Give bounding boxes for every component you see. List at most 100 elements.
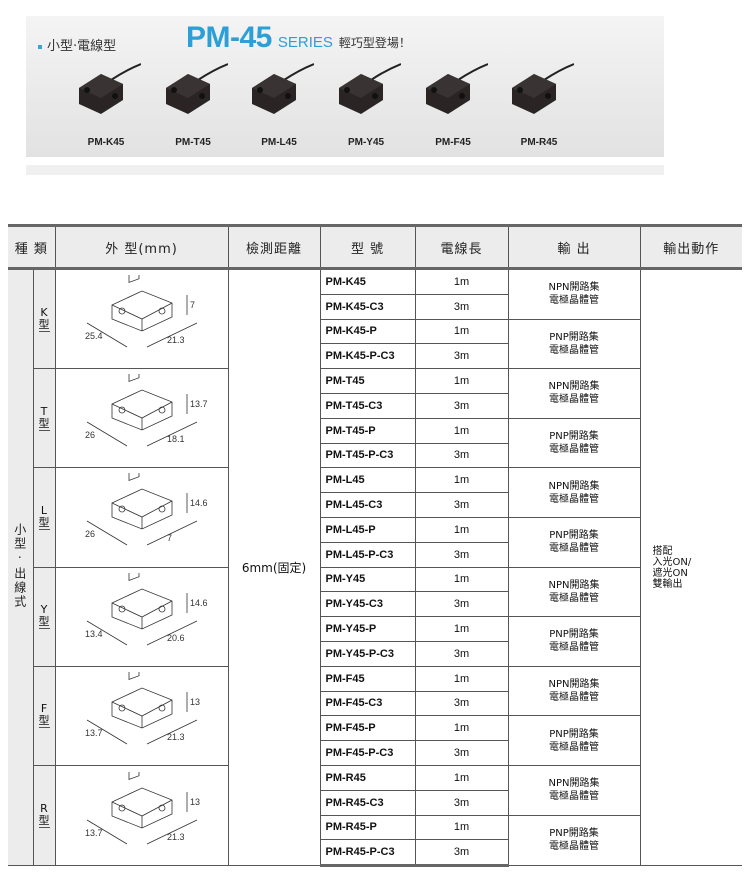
output-type-text: PNP開路集電極晶體管: [549, 530, 600, 555]
svg-text:13.7: 13.7: [85, 828, 103, 838]
sensor-photo-icon: [79, 63, 141, 114]
output-type-text: NPN開路集電極晶體管: [548, 480, 600, 505]
cable-length: 3m: [414, 640, 509, 667]
product-label: PM-L45: [261, 137, 297, 148]
model-number: PM-Y45-C3: [319, 591, 416, 618]
output-type: NPN開路集電極晶體管: [507, 368, 641, 419]
cable-length: 3m: [414, 293, 509, 320]
detection-distance: 6mm(固定): [227, 267, 321, 867]
svg-text:25.4: 25.4: [85, 331, 103, 341]
svg-text:14.6: 14.6: [190, 598, 208, 608]
cable-length: 1m: [414, 417, 509, 444]
model-number: PM-Y45: [319, 566, 416, 593]
cable-length: 3m: [414, 392, 509, 419]
product-pm-l45: PM-L45: [244, 60, 314, 148]
model-number: PM-K45: [319, 268, 416, 295]
product-pm-k45: PM-K45: [71, 60, 141, 148]
header-cable-length: 電線長: [414, 224, 509, 270]
cable-length: 3m: [414, 690, 509, 717]
product-label: PM-R45: [520, 137, 558, 148]
svg-text:26: 26: [85, 430, 95, 440]
svg-text:13: 13: [190, 797, 200, 807]
svg-text:18.1: 18.1: [167, 434, 185, 444]
product-label: PM-Y45: [347, 137, 385, 148]
product-pm-f45: PM-F45: [418, 60, 488, 148]
svg-text:14.6: 14.6: [190, 498, 208, 508]
model-number: PM-R45: [319, 764, 416, 791]
output-type-text: NPN開路集電極晶體管: [548, 282, 600, 307]
header-model: 型 號: [319, 224, 416, 270]
header-output: 輸 出: [507, 224, 641, 270]
output-type-text: PNP開路集電極晶體管: [549, 728, 600, 753]
svg-text:21.3: 21.3: [167, 335, 185, 345]
output-type: PNP開路集電極晶體管: [507, 516, 641, 568]
series-word: SERIES: [277, 34, 333, 51]
header-distance: 檢測距離: [227, 224, 321, 270]
output-type: PNP開路集電極晶體管: [507, 715, 641, 766]
svg-text:7: 7: [190, 300, 195, 310]
output-type-text: NPN開路集電極晶體管: [548, 381, 600, 406]
group-label: 小型‧出線式: [8, 267, 34, 867]
header-type: 種 類: [8, 224, 56, 270]
product-pm-t45: PM-T45: [158, 60, 228, 148]
svg-text:21.3: 21.3: [167, 732, 185, 742]
table-header-row: 種 類 外 型(mm) 檢測距離 型 號 電線長 輸 出 輸出動作: [8, 224, 743, 270]
model-number: PM-R45-C3: [319, 789, 416, 816]
cable-length: 3m: [414, 591, 509, 618]
output-type: NPN開路集電極晶體管: [507, 268, 641, 320]
header-output-action: 輸出動作: [639, 224, 743, 270]
model-number: PM-R45-P: [319, 814, 416, 841]
model-number: PM-L45: [319, 467, 416, 494]
model-number: PM-T45-C3: [319, 392, 416, 419]
cable-length: 3m: [414, 492, 509, 518]
model-number: PM-L45-C3: [319, 492, 416, 518]
model-number: PM-K45-P: [319, 318, 416, 345]
product-label: PM-T45: [175, 137, 211, 148]
svg-text:13.4: 13.4: [85, 629, 103, 639]
output-type: NPN開路集電極晶體管: [507, 467, 641, 518]
svg-text:13.7: 13.7: [85, 728, 103, 738]
header-shape: 外 型(mm): [54, 224, 229, 270]
output-type: NPN開路集電極晶體管: [507, 566, 641, 618]
model-number: PM-K45-C3: [319, 293, 416, 320]
output-type: NPN開路集電極晶體管: [507, 764, 641, 816]
cable-length: 3m: [414, 343, 509, 370]
group-label-text: 小型‧出線式: [12, 523, 27, 610]
output-type-text: NPN開路集電極晶體管: [548, 679, 600, 704]
model-number: PM-K45-P-C3: [319, 343, 416, 370]
model-number: PM-L45-P: [319, 516, 416, 543]
model-number: PM-Y45-P-C3: [319, 640, 416, 667]
output-type-text: PNP開路集電極晶體管: [549, 431, 600, 456]
cable-length: 3m: [414, 541, 509, 568]
cable-length: 1m: [414, 616, 509, 642]
cable-length: 1m: [414, 467, 509, 494]
cable-length: 3m: [414, 839, 509, 868]
